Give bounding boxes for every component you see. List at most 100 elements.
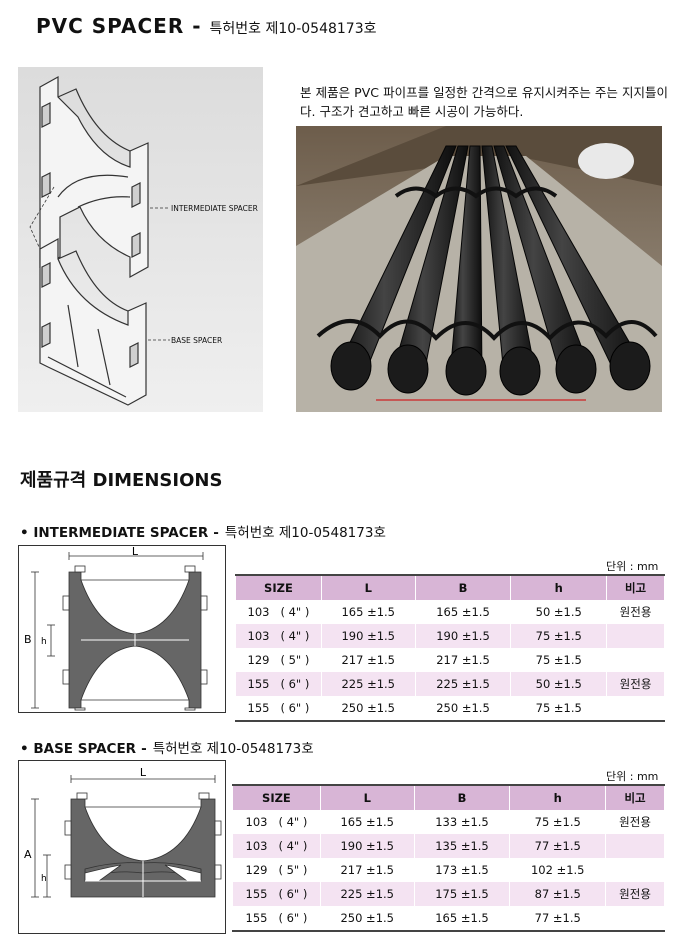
cell-note bbox=[606, 648, 665, 672]
cell-l: 190 ±1.5 bbox=[319, 834, 415, 858]
cell-b: 190 ±1.5 bbox=[414, 624, 512, 648]
col-note: 비고 bbox=[606, 574, 665, 600]
base-spacer-heading: • BASE SPACER-특허번호 제10-0548173호 bbox=[20, 737, 314, 757]
patent-number: 특허번호 제10-0548173호 bbox=[209, 21, 377, 37]
cell-note bbox=[606, 624, 665, 648]
cell-l: 165 ±1.5 bbox=[319, 810, 415, 834]
intermediate-spec-table: SIZE L B h 비고 103 ( 4" ) 165 ±1.5 165 ±1… bbox=[235, 574, 665, 722]
dim-L: L bbox=[132, 546, 139, 558]
cell-b: 165 ±1.5 bbox=[413, 906, 511, 932]
cell-size: 103 ( 4" ) bbox=[235, 600, 322, 624]
cell-size: 103 ( 4" ) bbox=[232, 810, 321, 834]
table-header-row: SIZE L B h 비고 bbox=[235, 574, 665, 600]
base-unit-label: 단위 : mm bbox=[606, 770, 659, 783]
base-spec-table: SIZE L B h 비고 103 ( 4" ) 165 ±1.5 133 ±1… bbox=[232, 784, 665, 932]
isometric-drawing: INTERMEDIATE SPACER BASE SPACER bbox=[18, 67, 263, 412]
dim-B: B bbox=[24, 633, 32, 646]
bullet: • bbox=[20, 525, 29, 541]
bullet: • bbox=[20, 741, 29, 757]
table-row: 129 ( 5" ) 217 ±1.5 217 ±1.5 75 ±1.5 bbox=[235, 648, 665, 672]
cell-h: 87 ±1.5 bbox=[509, 882, 607, 906]
cell-l: 225 ±1.5 bbox=[320, 672, 416, 696]
cell-h: 75 ±1.5 bbox=[510, 696, 608, 722]
cell-b: 173 ±1.5 bbox=[413, 858, 511, 882]
cell-h: 50 ±1.5 bbox=[510, 672, 608, 696]
col-l: L bbox=[320, 574, 416, 600]
cell-b: 133 ±1.5 bbox=[413, 810, 511, 834]
col-size: SIZE bbox=[235, 574, 322, 600]
cell-size: 155 ( 6" ) bbox=[235, 696, 322, 722]
table-row: 103 ( 4" ) 190 ±1.5 190 ±1.5 75 ±1.5 bbox=[235, 624, 665, 648]
section-title: INTERMEDIATE SPACER bbox=[33, 525, 209, 541]
table-row: 103 ( 4" ) 165 ±1.5 133 ±1.5 75 ±1.5 원전용 bbox=[232, 810, 665, 834]
col-b: B bbox=[414, 574, 512, 600]
cell-l: 165 ±1.5 bbox=[320, 600, 416, 624]
dim-A: A bbox=[24, 848, 32, 861]
intermediate-spacer-heading: • INTERMEDIATE SPACER-특허번호 제10-0548173호 bbox=[20, 521, 386, 541]
intermediate-spacer-diagram: L B h bbox=[18, 545, 226, 713]
cell-note: 원전용 bbox=[606, 672, 665, 696]
cell-note bbox=[605, 906, 665, 932]
product-name: PVC SPACER bbox=[36, 14, 185, 38]
cell-h: 77 ±1.5 bbox=[509, 906, 607, 932]
col-b: B bbox=[413, 784, 511, 810]
cell-size: 155 ( 6" ) bbox=[232, 882, 321, 906]
section-dash: - bbox=[213, 525, 219, 541]
table-row: 155 ( 6" ) 250 ±1.5 250 ±1.5 75 ±1.5 bbox=[235, 696, 665, 722]
cell-h: 75 ±1.5 bbox=[510, 624, 608, 648]
label-base-spacer: BASE SPACER bbox=[171, 336, 222, 345]
cell-h: 77 ±1.5 bbox=[509, 834, 607, 858]
col-l: L bbox=[319, 784, 415, 810]
cell-note bbox=[605, 858, 665, 882]
section-dash: - bbox=[141, 741, 147, 757]
cell-h: 50 ±1.5 bbox=[510, 600, 608, 624]
cell-h: 75 ±1.5 bbox=[510, 648, 608, 672]
pipes-photo-illustration bbox=[296, 126, 662, 412]
cell-h: 75 ±1.5 bbox=[509, 810, 607, 834]
cell-b: 217 ±1.5 bbox=[414, 648, 512, 672]
cell-size: 103 ( 4" ) bbox=[232, 834, 321, 858]
intermediate-unit-label: 단위 : mm bbox=[606, 560, 659, 573]
cell-l: 225 ±1.5 bbox=[319, 882, 415, 906]
cell-l: 190 ±1.5 bbox=[320, 624, 416, 648]
cell-note: 원전용 bbox=[606, 600, 665, 624]
cell-note: 원전용 bbox=[605, 810, 665, 834]
dim-h: h bbox=[41, 637, 47, 647]
cell-b: 135 ±1.5 bbox=[413, 834, 511, 858]
table-row: 103 ( 4" ) 190 ±1.5 135 ±1.5 77 ±1.5 bbox=[232, 834, 665, 858]
isometric-spacer-illustration: INTERMEDIATE SPACER BASE SPACER bbox=[29, 75, 258, 406]
cell-l: 217 ±1.5 bbox=[319, 858, 415, 882]
cell-size: 129 ( 5" ) bbox=[235, 648, 322, 672]
product-description: 본 제품은 PVC 파이프를 일정한 간격으로 유지시켜주는 주는 지지틀이다.… bbox=[300, 85, 668, 119]
cell-l: 250 ±1.5 bbox=[319, 906, 415, 932]
cell-l: 250 ±1.5 bbox=[320, 696, 416, 722]
base-spacer-diagram: L A h bbox=[18, 760, 226, 934]
col-h: h bbox=[509, 784, 607, 810]
dim-L: L bbox=[140, 766, 147, 779]
intermediate-spacer-drawing: L B h bbox=[24, 545, 208, 711]
cell-size: 103 ( 4" ) bbox=[235, 624, 322, 648]
table-row: 155 ( 6" ) 225 ±1.5 175 ±1.5 87 ±1.5 원전용 bbox=[232, 882, 665, 906]
dim-h: h bbox=[41, 874, 47, 884]
section-title: BASE SPACER bbox=[33, 741, 137, 757]
table-header-row: SIZE L B h 비고 bbox=[232, 784, 665, 810]
table-row: 155 ( 6" ) 250 ±1.5 165 ±1.5 77 ±1.5 bbox=[232, 906, 665, 932]
page-title: PVC SPACER-특허번호 제10-0548173호 bbox=[36, 14, 377, 38]
table-row: 103 ( 4" ) 165 ±1.5 165 ±1.5 50 ±1.5 원전용 bbox=[235, 600, 665, 624]
title-dash: - bbox=[192, 14, 202, 38]
section-patent: 특허번호 제10-0548173호 bbox=[224, 525, 386, 541]
section-patent: 특허번호 제10-0548173호 bbox=[152, 741, 314, 757]
col-h: h bbox=[510, 574, 608, 600]
col-size: SIZE bbox=[232, 784, 321, 810]
cell-size: 129 ( 5" ) bbox=[232, 858, 321, 882]
table-row: 129 ( 5" ) 217 ±1.5 173 ±1.5 102 ±1.5 bbox=[232, 858, 665, 882]
col-note: 비고 bbox=[605, 784, 665, 810]
cell-b: 250 ±1.5 bbox=[414, 696, 512, 722]
cell-h: 102 ±1.5 bbox=[509, 858, 607, 882]
cell-note: 원전용 bbox=[605, 882, 665, 906]
cell-size: 155 ( 6" ) bbox=[232, 906, 321, 932]
installation-photo bbox=[296, 126, 662, 412]
label-intermediate-spacer: INTERMEDIATE SPACER bbox=[171, 204, 258, 213]
cell-note bbox=[606, 696, 665, 722]
cell-size: 155 ( 6" ) bbox=[235, 672, 322, 696]
